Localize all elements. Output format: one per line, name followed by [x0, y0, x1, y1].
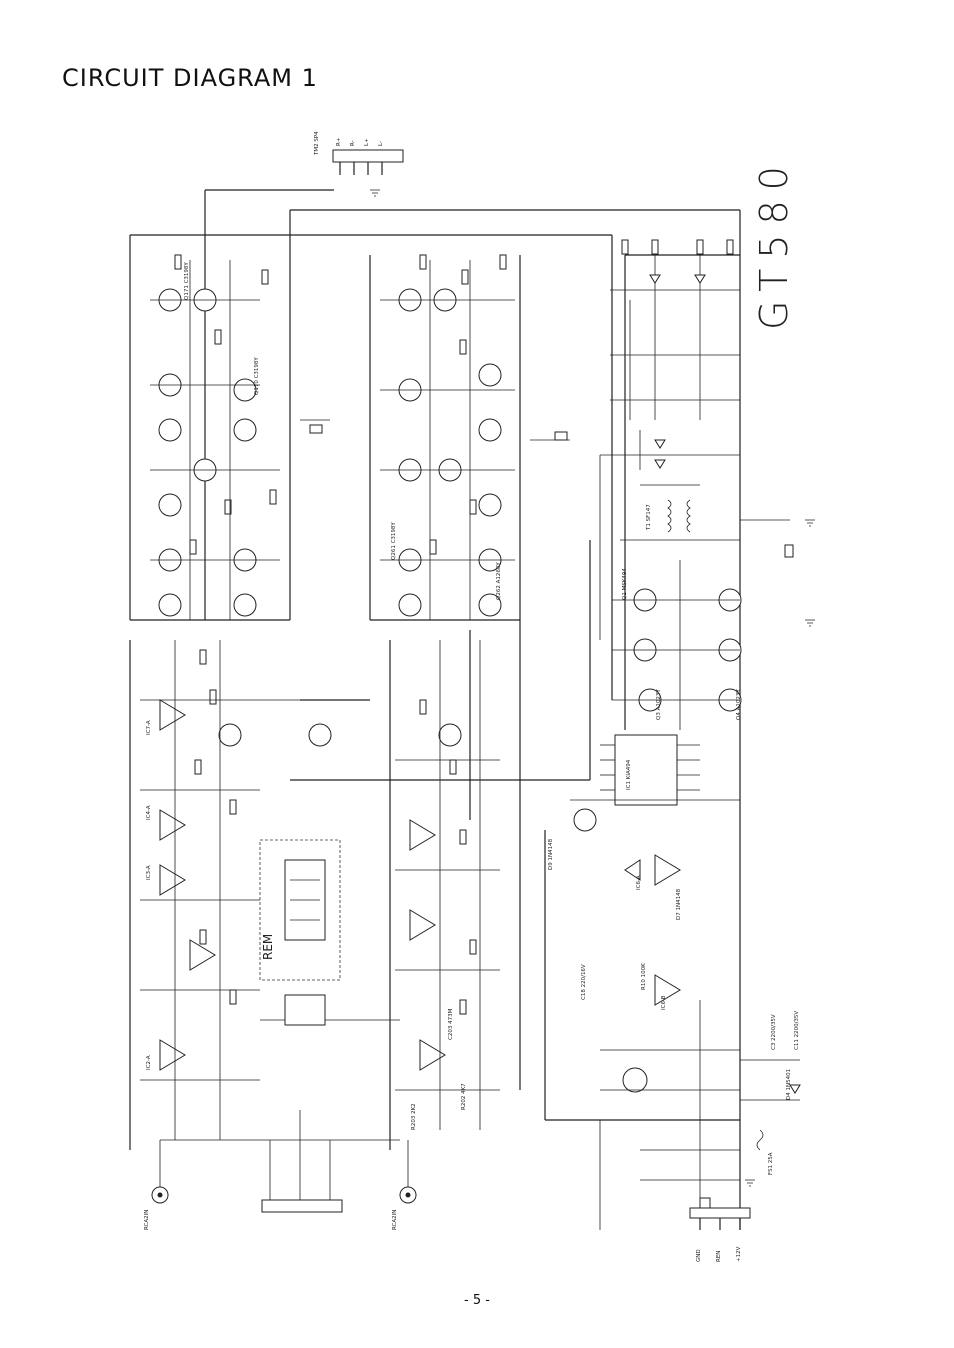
- component-label: C3 2200/35V: [771, 1014, 777, 1050]
- speaker-pin-label: R-: [350, 140, 356, 146]
- component-label: R203 2K2: [411, 1103, 417, 1130]
- right-output-stage: [380, 254, 570, 620]
- lower-power-section: [599, 854, 801, 1230]
- transistor-label: Q170 C3198Y: [254, 357, 260, 395]
- ic-label: IC2-A: [146, 1055, 152, 1070]
- rca-inputs: [151, 1110, 417, 1213]
- transistor-label: Q4 A1023Y: [736, 689, 742, 720]
- ic-label: IC6-A: [636, 875, 642, 890]
- power-supply: [599, 239, 794, 730]
- left-output-stage: [150, 254, 330, 620]
- left-preamp: [129, 640, 400, 1150]
- transistor-label: Q171 C3198Y: [184, 262, 190, 300]
- transistor-label: Q261 C3198Y: [391, 522, 397, 560]
- component-label: C11 2200/35V: [794, 1011, 800, 1050]
- component-label: R202 4K7: [461, 1083, 467, 1110]
- transistor-label: Q1 MSK494: [622, 568, 628, 600]
- rca-input-label: RCA2IN: [144, 1210, 150, 1230]
- ic-label: IC3-A: [146, 865, 152, 880]
- component-label: C18 220/16V: [581, 964, 587, 1000]
- pwm-ic: [570, 734, 740, 832]
- rca-input-label: RCA2IN: [392, 1210, 398, 1230]
- main-wiring: [129, 189, 741, 1230]
- component-label: C203 473M: [448, 1008, 454, 1040]
- power-pin-label: GND: [696, 1249, 702, 1262]
- component-label: R10 100K: [641, 963, 647, 990]
- power-pin-label: REN: [716, 1251, 722, 1262]
- ic-label: IC4-A: [146, 805, 152, 820]
- speaker-pin-label: L-: [378, 141, 384, 146]
- transformer-label: T1 SF147: [646, 504, 652, 531]
- component-label: D4 1N5401: [786, 1069, 792, 1100]
- ic-label: IC1 KIA494: [626, 759, 632, 790]
- remote-switch-block: [259, 839, 341, 1026]
- power-terminal: [689, 1207, 751, 1230]
- speaker-pin-label: R+: [336, 137, 342, 146]
- page-number: - 5 -: [464, 1293, 490, 1308]
- speaker-terminal: [332, 149, 404, 175]
- component-label: D9 1N4148: [548, 838, 554, 870]
- ic-label: IC6-B: [661, 995, 667, 1010]
- page-title: CIRCUIT DIAGRAM 1: [62, 64, 318, 92]
- fuse-label: FS1 25A: [768, 1152, 774, 1175]
- component-label: D7 1N4148: [676, 888, 682, 920]
- ic-label: IC7-A: [146, 720, 152, 735]
- transistor-label: Q262 A1268Y: [496, 562, 502, 600]
- power-pin-label: +12V: [736, 1246, 742, 1262]
- rem-label: REM: [261, 934, 275, 960]
- speaker-pin-label: L+: [364, 138, 370, 146]
- right-preamp: [389, 640, 500, 1150]
- speaker-terminal-ref: TM2 SP4: [314, 131, 320, 156]
- transistor-label: Q3 A1023Y: [656, 689, 662, 720]
- ground-symbols: [370, 189, 815, 1187]
